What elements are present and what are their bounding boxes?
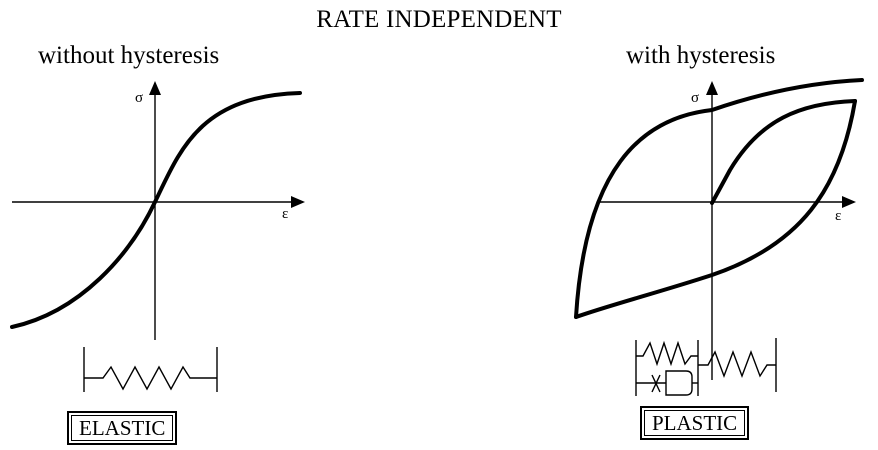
- spring-icon: [84, 365, 217, 391]
- right-stress-strain-plot: σ ε: [574, 78, 864, 380]
- right-sigma-label: σ: [691, 90, 699, 106]
- left-epsilon-label: ε: [282, 206, 288, 222]
- left-subtitle: without hysteresis: [38, 42, 220, 69]
- elastic-label: ELASTIC: [71, 415, 174, 441]
- elastic-spring-model: [83, 347, 218, 392]
- left-sigma-label: σ: [135, 90, 143, 106]
- hysteresis-upper-branch: [574, 78, 864, 319]
- friction-cross-b: [651, 374, 661, 393]
- plastic-label: PLASTIC: [644, 410, 746, 436]
- right-epsilon-label: ε: [835, 208, 841, 224]
- left-elastic-curve: [10, 91, 302, 329]
- friction-block-icon: [665, 370, 693, 396]
- left-stress-strain-plot: σ ε: [10, 81, 305, 340]
- elastic-label-box: ELASTIC: [67, 411, 178, 445]
- hysteresis-lower-branch: [574, 99, 857, 319]
- plastic-model: [635, 338, 777, 396]
- parallel-spring-icon: [636, 340, 698, 367]
- series-spring-icon: [698, 350, 776, 378]
- plastic-label-box: PLASTIC: [640, 406, 750, 440]
- virgin-loading-curve: [710, 99, 857, 205]
- right-subtitle: with hysteresis: [626, 42, 776, 69]
- page-title: RATE INDEPENDENT: [316, 6, 562, 33]
